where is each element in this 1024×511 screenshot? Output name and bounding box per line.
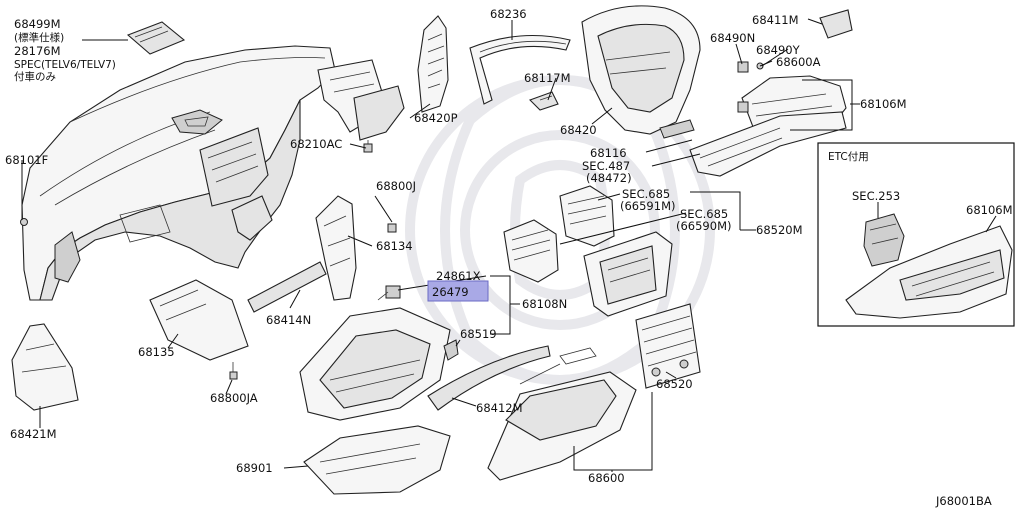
label-68420: 68420: [560, 123, 597, 137]
label-68412M: 68412M: [476, 401, 523, 415]
label-68210AC: 68210AC: [290, 137, 342, 151]
label-sec685a: SEC.685: [622, 187, 670, 201]
label-68800J: 68800J: [376, 179, 416, 193]
label-sec685b: SEC.685: [680, 207, 728, 221]
label-68600A: 68600A: [776, 55, 821, 69]
label-68490N: 68490N: [710, 31, 755, 45]
label-sec685a-num: (66591M): [620, 199, 675, 213]
part-68135-lower-cover: [149, 279, 249, 380]
label-sec685b-num: (66590M): [676, 219, 731, 233]
label-68117M: 68117M: [524, 71, 571, 85]
part-68520M-center-cluster: [583, 231, 673, 317]
instrument-panel-68101F: [20, 45, 336, 301]
label-68499M-note: (標準仕様): [14, 31, 64, 44]
part-68520-audio-panel: [635, 303, 701, 389]
label-68520: 68520: [656, 377, 693, 391]
label-28176M-spec: SPEC(TELV6/TELV7): [14, 59, 116, 71]
part-68117M-clip: [529, 91, 559, 111]
part-labels: 68499M (標準仕様) 28176M SPEC(TELV6/TELV7) 付…: [5, 7, 1013, 508]
label-sec487: SEC.487: [582, 159, 630, 173]
label-68600: 68600: [588, 471, 625, 485]
part-68421M-side-finisher: [11, 323, 79, 411]
label-sec253: SEC.253: [852, 189, 900, 203]
label-68106M-inset: 68106M: [966, 203, 1013, 217]
inset-etc: ETC付用: [817, 142, 1015, 327]
label-68414N: 68414N: [266, 313, 311, 327]
part-68420P-bezel: [417, 15, 449, 113]
label-68411M: 68411M: [752, 13, 799, 27]
label-68116: 68116: [590, 146, 627, 160]
part-68519-clip: [443, 339, 459, 361]
label-68901: 68901: [236, 461, 273, 475]
part-68901-tray: [303, 425, 451, 495]
part-68414N-strip: [247, 261, 327, 313]
label-sec487-num: (48472): [586, 171, 632, 185]
label-68421M: 68421M: [10, 427, 57, 441]
inset-title: ETC付用: [828, 150, 869, 163]
part-68108N-glovebox-frame: [299, 285, 451, 421]
part-68210AC-bracket: [317, 59, 405, 153]
label-24861X: 24861X: [436, 269, 481, 283]
part-sec685-vents: [503, 185, 615, 283]
part-68236-trim: [469, 34, 571, 105]
part-68134-bracket: [315, 195, 397, 301]
label-28176M: 28176M: [14, 44, 61, 58]
label-68106M: 68106M: [860, 97, 907, 111]
label-26479: 26479: [432, 285, 469, 299]
label-68800JA: 68800JA: [210, 391, 258, 405]
part-68412M-finisher: [427, 345, 551, 411]
label-68101F: 68101F: [5, 153, 48, 167]
label-68108N: 68108N: [522, 297, 567, 311]
part-68600-glovebox: [487, 347, 637, 481]
leader-lines: [21, 18, 860, 472]
label-68134: 68134: [376, 239, 413, 253]
label-28176M-note: 付車のみ: [14, 70, 56, 83]
part-68116-lower-cover: [659, 111, 847, 177]
part-68499M-cover: [126, 21, 186, 55]
label-68519: 68519: [460, 327, 497, 341]
drawing-code: J68001BA: [935, 494, 992, 508]
label-68520M: 68520M: [756, 223, 803, 237]
highlight-26479: [427, 280, 489, 302]
label-68420P: 68420P: [414, 111, 458, 125]
label-68499M: 68499M: [14, 17, 61, 31]
label-68236: 68236: [490, 7, 527, 21]
label-68135: 68135: [138, 345, 175, 359]
label-68490Y: 68490Y: [756, 43, 801, 57]
part-68420-meter-hood: [581, 5, 701, 135]
